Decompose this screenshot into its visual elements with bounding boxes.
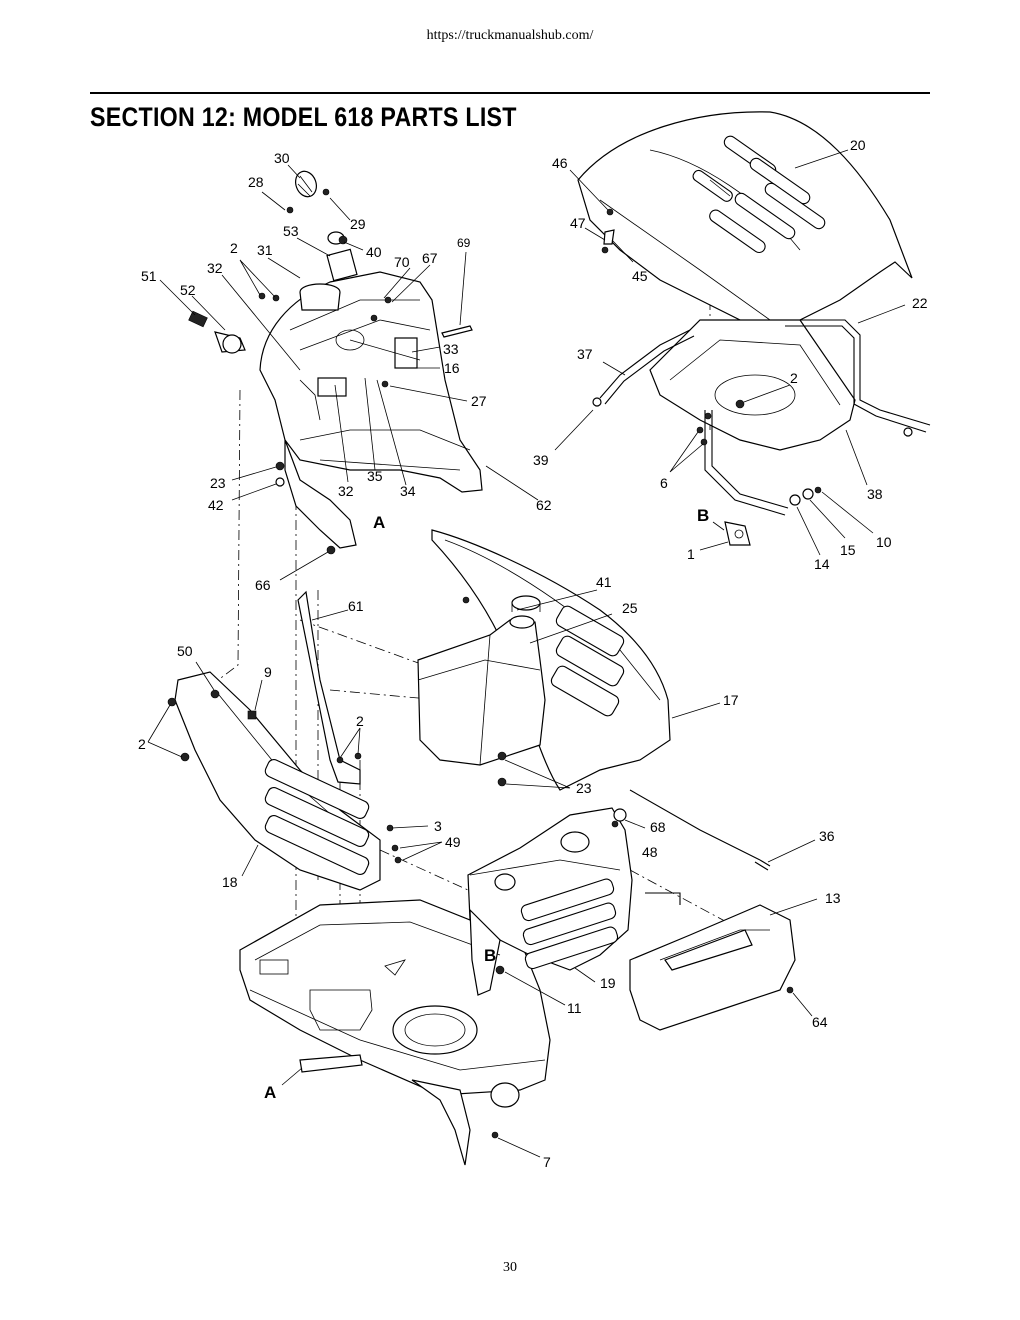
callout-49: 49 [445, 834, 461, 850]
callout-35: 35 [367, 468, 383, 484]
callout-50: 50 [177, 643, 193, 659]
wire-harness-36 [629, 789, 771, 905]
callout-52: 52 [180, 282, 196, 298]
bumper-13 [629, 904, 796, 1031]
callout-13: 13 [825, 890, 841, 906]
callout-16: 16 [444, 360, 460, 376]
callout-40: 40 [366, 244, 382, 260]
callout-39: 39 [533, 452, 549, 468]
callout-17: 17 [723, 692, 739, 708]
leader-lines [147, 149, 906, 1158]
header-url: https://truckmanualshub.com/ [426, 28, 594, 43]
callout-38: 38 [867, 486, 883, 502]
callout-46: 46 [552, 155, 568, 171]
callout-23-tank: 23 [576, 780, 592, 796]
callout-29: 29 [350, 216, 366, 232]
pivot-hardware [724, 486, 822, 546]
callout-10: 10 [876, 534, 892, 550]
callout-48: 48 [642, 844, 658, 860]
section-title: SECTION 12: MODEL 618 PARTS LIST [90, 102, 517, 132]
header-rule [90, 92, 930, 94]
callout-64: 64 [812, 1014, 828, 1030]
callout-53: 53 [283, 223, 299, 239]
callout-62: 62 [536, 497, 552, 513]
callout-25: 25 [622, 600, 638, 616]
callout-47: 47 [570, 215, 586, 231]
callout-70: 70 [394, 254, 410, 270]
callout-2-grille: 2 [138, 736, 146, 752]
callout-1: 1 [687, 546, 695, 562]
callout-15: 15 [840, 542, 856, 558]
callout-28: 28 [248, 174, 264, 190]
callout-31: 31 [257, 242, 273, 258]
callout-68: 68 [650, 819, 666, 835]
hood-pan [649, 319, 856, 451]
callout-19: 19 [600, 975, 616, 991]
nose-cone-19 [467, 807, 633, 996]
callout-41: 41 [596, 574, 612, 590]
callout-34: 34 [400, 483, 416, 499]
callout-42: 42 [208, 497, 224, 513]
callout-18: 18 [222, 874, 238, 890]
light-switch [188, 310, 246, 354]
callout-2-dash: 2 [230, 240, 238, 256]
callout-14: 14 [814, 556, 830, 572]
hood-brackets [592, 319, 931, 516]
callout-37: 37 [577, 346, 593, 362]
reference-marks: A B B A [264, 506, 709, 1102]
callout-22: 22 [912, 295, 928, 311]
callout-27: 27 [471, 393, 487, 409]
callout-2-bracket: 2 [356, 713, 364, 729]
left-dash-support [275, 439, 357, 555]
callout-32-bottom: 32 [338, 483, 354, 499]
callout-32-top: 32 [207, 260, 223, 276]
page-number: 30 [503, 1260, 517, 1275]
callout-69: 69 [457, 236, 471, 250]
callout-23-dash: 23 [210, 475, 226, 491]
callout-9: 9 [264, 664, 272, 680]
ref-mark-a-lower: A [264, 1083, 276, 1102]
grille-17 [431, 529, 671, 791]
callout-30: 30 [274, 150, 290, 166]
upper-hardware [258, 170, 473, 388]
callout-3: 3 [434, 818, 442, 834]
dash-panel [259, 248, 483, 493]
callout-61: 61 [348, 598, 364, 614]
bracket-61 [297, 590, 362, 785]
callout-66: 66 [255, 577, 271, 593]
hood [577, 111, 913, 351]
callout-51: 51 [141, 268, 157, 284]
callout-7: 7 [543, 1154, 551, 1170]
callout-45: 45 [632, 268, 648, 284]
ref-mark-b-upper: B [697, 506, 709, 525]
callout-67: 67 [422, 250, 438, 266]
fuel-tank-25 [417, 595, 546, 787]
callout-36: 36 [819, 828, 835, 844]
front-grille-18 [167, 671, 402, 891]
ref-mark-a-upper: A [373, 513, 385, 532]
callout-labels: 30 28 29 53 40 2 31 70 67 69 32 51 52 33… [138, 137, 928, 1170]
callout-2-hood: 2 [790, 370, 798, 386]
callout-11: 11 [567, 1000, 582, 1016]
callout-6: 6 [660, 475, 668, 491]
callout-20: 20 [850, 137, 866, 153]
callout-33: 33 [443, 341, 459, 357]
ref-mark-b-lower: B [484, 946, 496, 965]
